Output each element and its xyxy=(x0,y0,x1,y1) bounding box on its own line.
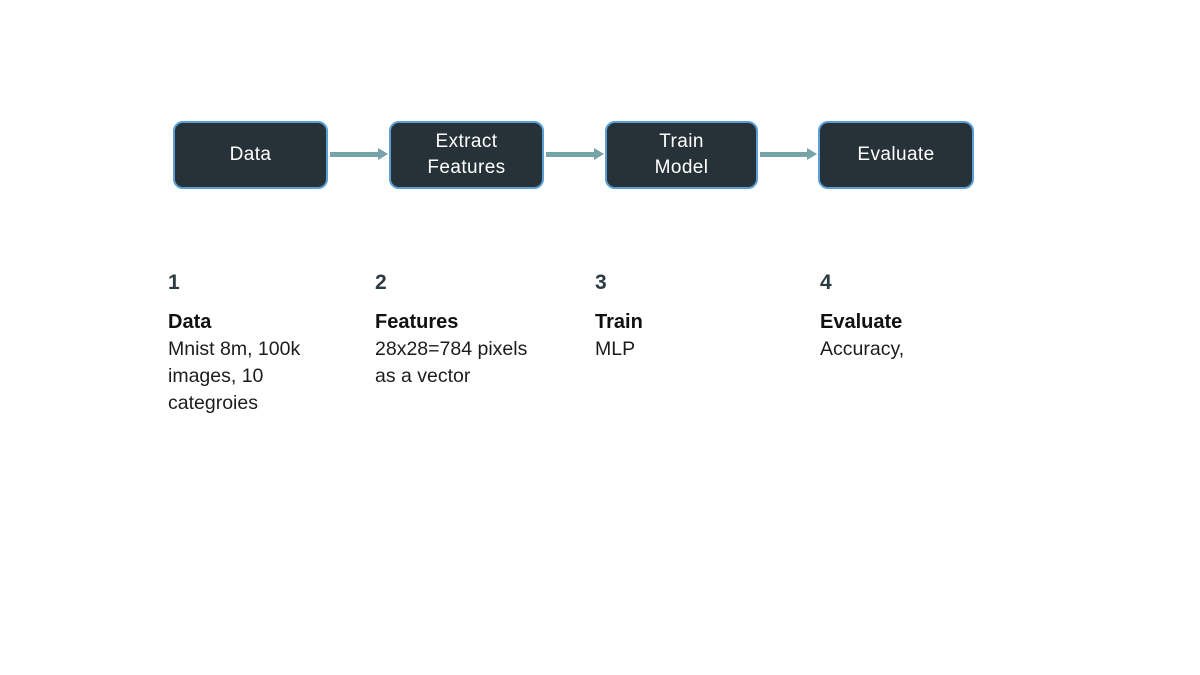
step-description-line: as a vector xyxy=(375,365,471,387)
step-description-line: 28x28=784 pixels xyxy=(375,338,528,360)
arrow-right-icon xyxy=(378,148,388,160)
flow-box-label: Model xyxy=(654,157,709,178)
arrow-right-icon xyxy=(807,148,817,160)
step-title: Data xyxy=(168,311,212,333)
flow-arrow-3 xyxy=(760,146,817,162)
step-description-line: MLP xyxy=(595,338,636,360)
step-number: 2 xyxy=(375,271,387,294)
arrow-line xyxy=(760,151,807,157)
flow-box-label: Features xyxy=(427,157,506,178)
flow-box-label: Extract xyxy=(435,131,498,152)
step-2-features: 2 Features 28x28=784 pixels as a vector xyxy=(375,271,580,390)
flow-box-data: Data xyxy=(173,121,328,189)
flow-arrow-1 xyxy=(330,146,388,162)
step-title: Features xyxy=(375,311,459,333)
step-number: 1 xyxy=(168,271,180,294)
flow-box-label: Train xyxy=(659,131,704,152)
step-number: 3 xyxy=(595,271,607,294)
flow-box-label: Evaluate xyxy=(857,144,935,165)
step-number: 4 xyxy=(820,271,832,294)
step-title: Train xyxy=(595,311,643,333)
step-4-evaluate: 4 Evaluate Accuracy, xyxy=(820,271,1025,363)
step-description-line: categroies xyxy=(168,392,258,414)
step-description-line: Mnist 8m, 100k xyxy=(168,338,301,360)
step-description-line: images, 10 xyxy=(168,365,264,387)
arrow-line xyxy=(330,151,378,157)
step-3-train: 3 Train MLP xyxy=(595,271,800,363)
arrow-right-icon xyxy=(594,148,604,160)
step-title: Evaluate xyxy=(820,311,903,333)
flow-arrow-2 xyxy=(546,146,604,162)
step-1-data: 1 Data Mnist 8m, 100k images, 10 categro… xyxy=(168,271,373,417)
step-description-line: Accuracy, xyxy=(820,338,905,360)
arrow-line xyxy=(546,151,594,157)
flow-box-evaluate: Evaluate xyxy=(818,121,974,189)
flow-box-train-model: Train Model xyxy=(605,121,758,189)
flow-box-extract-features: Extract Features xyxy=(389,121,544,189)
flow-box-label: Data xyxy=(229,144,272,165)
